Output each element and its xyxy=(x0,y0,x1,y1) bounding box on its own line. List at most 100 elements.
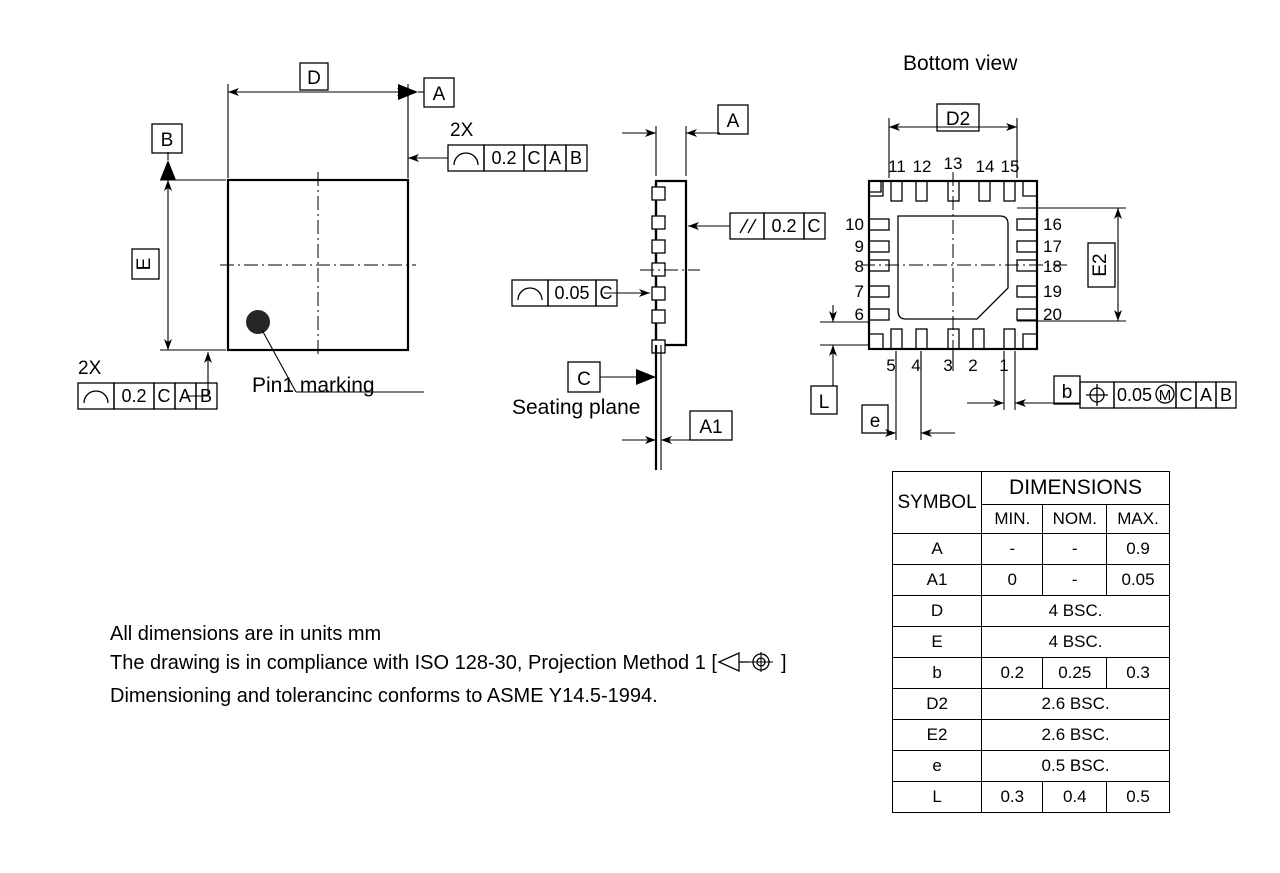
dim-a1-label: A1 xyxy=(699,417,722,438)
note-line-1: All dimensions are in units mm xyxy=(110,623,382,645)
dim-d2-label-box xyxy=(936,103,980,132)
pin-number-11: 11 xyxy=(888,157,906,176)
pin-number-18: 18 xyxy=(1043,257,1062,276)
bottom-view-pad-9 xyxy=(868,240,890,253)
pin-number-4: 4 xyxy=(911,356,920,375)
bottom-view-pad-5 xyxy=(890,328,903,350)
symbol-cell: L xyxy=(891,781,983,813)
side-view-lead-pad xyxy=(651,239,666,254)
datum-a-box xyxy=(423,77,455,108)
bottom-view-pad-8 xyxy=(868,259,890,272)
mmc-modifier-icon xyxy=(1155,384,1175,404)
fcf-pos-datum-c: C xyxy=(1180,385,1193,405)
fcf-parallel-datum-c: C xyxy=(808,216,821,236)
fcf-profile-tolerance: 0.05 xyxy=(554,283,589,303)
drawing-notes: All dimensions are in units mm The drawi… xyxy=(110,620,787,711)
fcf-pos-datum-cell-b xyxy=(1215,381,1237,409)
pin-number-5: 5 xyxy=(886,356,895,375)
profile-of-surface-icon xyxy=(453,152,479,166)
pin-number-7: 7 xyxy=(855,282,864,301)
bottom-view-pad-1 xyxy=(1003,328,1016,350)
dim-d-label: D xyxy=(307,68,321,89)
pin1-marking-label: Pin1 marking xyxy=(252,374,375,397)
pin-number-13: 13 xyxy=(944,154,963,173)
fcf-parallel-symbol-cell xyxy=(729,212,765,240)
dim-e2-label: E2 xyxy=(1090,253,1111,276)
min-header: MIN. xyxy=(981,504,1044,534)
nom-cell: 0.4 xyxy=(1042,781,1108,813)
dimensions-header: DIMENSIONS xyxy=(981,471,1170,505)
max-cell: 0.3 xyxy=(1106,657,1170,689)
dim-e2-label-box xyxy=(1087,242,1116,288)
side-view-lead-pad xyxy=(651,286,666,301)
symbol-cell: D xyxy=(891,595,983,627)
max-cell: 0.9 xyxy=(1106,533,1170,565)
value-cell-span: 0.5 BSC. xyxy=(981,750,1170,782)
dim-a1-label-box xyxy=(689,410,733,441)
bottom-view-group xyxy=(820,118,1126,440)
value-cell-span: 2.6 BSC. xyxy=(981,688,1170,720)
datum-c-label: C xyxy=(577,369,591,390)
bottom-view-corner-notch-tl xyxy=(868,180,882,193)
dim-d-label-box xyxy=(299,62,329,91)
bottom-view-pad-2 xyxy=(972,328,985,350)
symbol-cell: b xyxy=(891,657,983,689)
bottom-view-pad-16 xyxy=(1016,218,1038,231)
profile-of-surface-icon xyxy=(517,287,543,301)
profile-of-surface-icon xyxy=(83,390,109,404)
seating-plane-label: Seating plane xyxy=(512,396,640,419)
pin-number-20: 20 xyxy=(1043,305,1062,324)
projection-method-1-icon xyxy=(717,651,781,682)
symbol-cell: E xyxy=(891,626,983,658)
pin-number-2: 2 xyxy=(968,356,977,375)
pin-number-3: 3 xyxy=(943,356,952,375)
max-header: MAX. xyxy=(1106,504,1170,534)
pin-number-19: 19 xyxy=(1043,282,1062,301)
pin1-marking-dot xyxy=(246,310,270,334)
bottom-view-corner-notch-br xyxy=(1022,333,1037,349)
datum-c-box xyxy=(567,361,601,393)
fcf-pos-datum-a: A xyxy=(1200,385,1212,405)
bottom-view-pad-15 xyxy=(1003,180,1016,202)
fcf-bottom-datum-c: C xyxy=(158,386,171,406)
fcf-top-datum-cell-b xyxy=(565,144,588,172)
fcf-profile-symbol-cell xyxy=(511,279,549,307)
value-cell-span: 2.6 BSC. xyxy=(981,719,1170,751)
bottom-view-corner-notch-tl xyxy=(869,181,884,197)
fcf-pos-modifier: M xyxy=(1159,387,1172,404)
fcf-top-datum-c: C xyxy=(528,148,541,168)
dim-a-label-box xyxy=(717,104,749,135)
side-view-labels: A A1 0.2 C 0.05 C xyxy=(511,104,826,441)
bottom-view-pad-7 xyxy=(868,285,890,298)
bottom-view-pad-11 xyxy=(890,180,903,202)
pin-number-8: 8 xyxy=(855,257,864,276)
fcf-bottom: 0.2 C A B xyxy=(77,382,218,410)
fcf-profile-datum-cell-c xyxy=(595,279,618,307)
bottom-view-thermal-pad xyxy=(897,215,1009,320)
datum-a-label: A xyxy=(433,84,446,105)
pin-number-17: 17 xyxy=(1043,237,1062,256)
dim-e-label-box-bottom xyxy=(861,404,889,434)
nom-cell: 0.25 xyxy=(1042,657,1108,689)
nom-cell: - xyxy=(1042,533,1108,565)
bottom-view-corner-notch-bl xyxy=(869,333,884,349)
dim-e-label-box xyxy=(131,248,160,280)
side-view-lead-pad xyxy=(651,309,666,324)
bottom-view-pad-12 xyxy=(915,180,928,202)
parallelism-icon xyxy=(747,218,757,234)
note-line-2-text: The drawing is in compliance with ISO 12… xyxy=(110,652,717,674)
top-view-labels: D A B E 2X 0.2 C A B xyxy=(77,62,588,410)
value-cell-span: 4 BSC. xyxy=(981,595,1170,627)
symbol-cell: A1 xyxy=(891,564,983,596)
dim-a-label: A xyxy=(727,111,740,132)
pin-number-14: 14 xyxy=(976,157,995,176)
nom-header: NOM. xyxy=(1042,504,1108,534)
min-cell: - xyxy=(981,533,1044,565)
symbol-cell: E2 xyxy=(891,719,983,751)
fcf-top-tolerance: 0.2 xyxy=(491,148,516,168)
pin-number-12: 12 xyxy=(913,157,932,176)
pin-number-6: 6 xyxy=(855,305,864,324)
